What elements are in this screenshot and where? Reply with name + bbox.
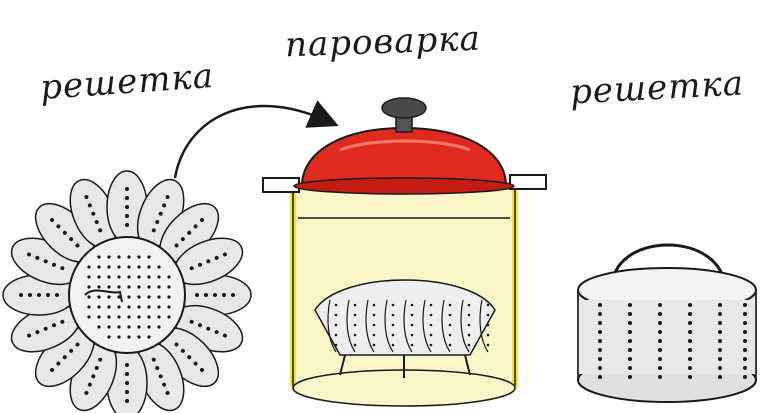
curved-arrow-icon bbox=[175, 106, 325, 178]
steamer-pot-icon bbox=[263, 98, 546, 406]
cylindrical-steamer-basket-icon bbox=[578, 245, 756, 402]
folding-steamer-basket-icon bbox=[3, 171, 251, 413]
